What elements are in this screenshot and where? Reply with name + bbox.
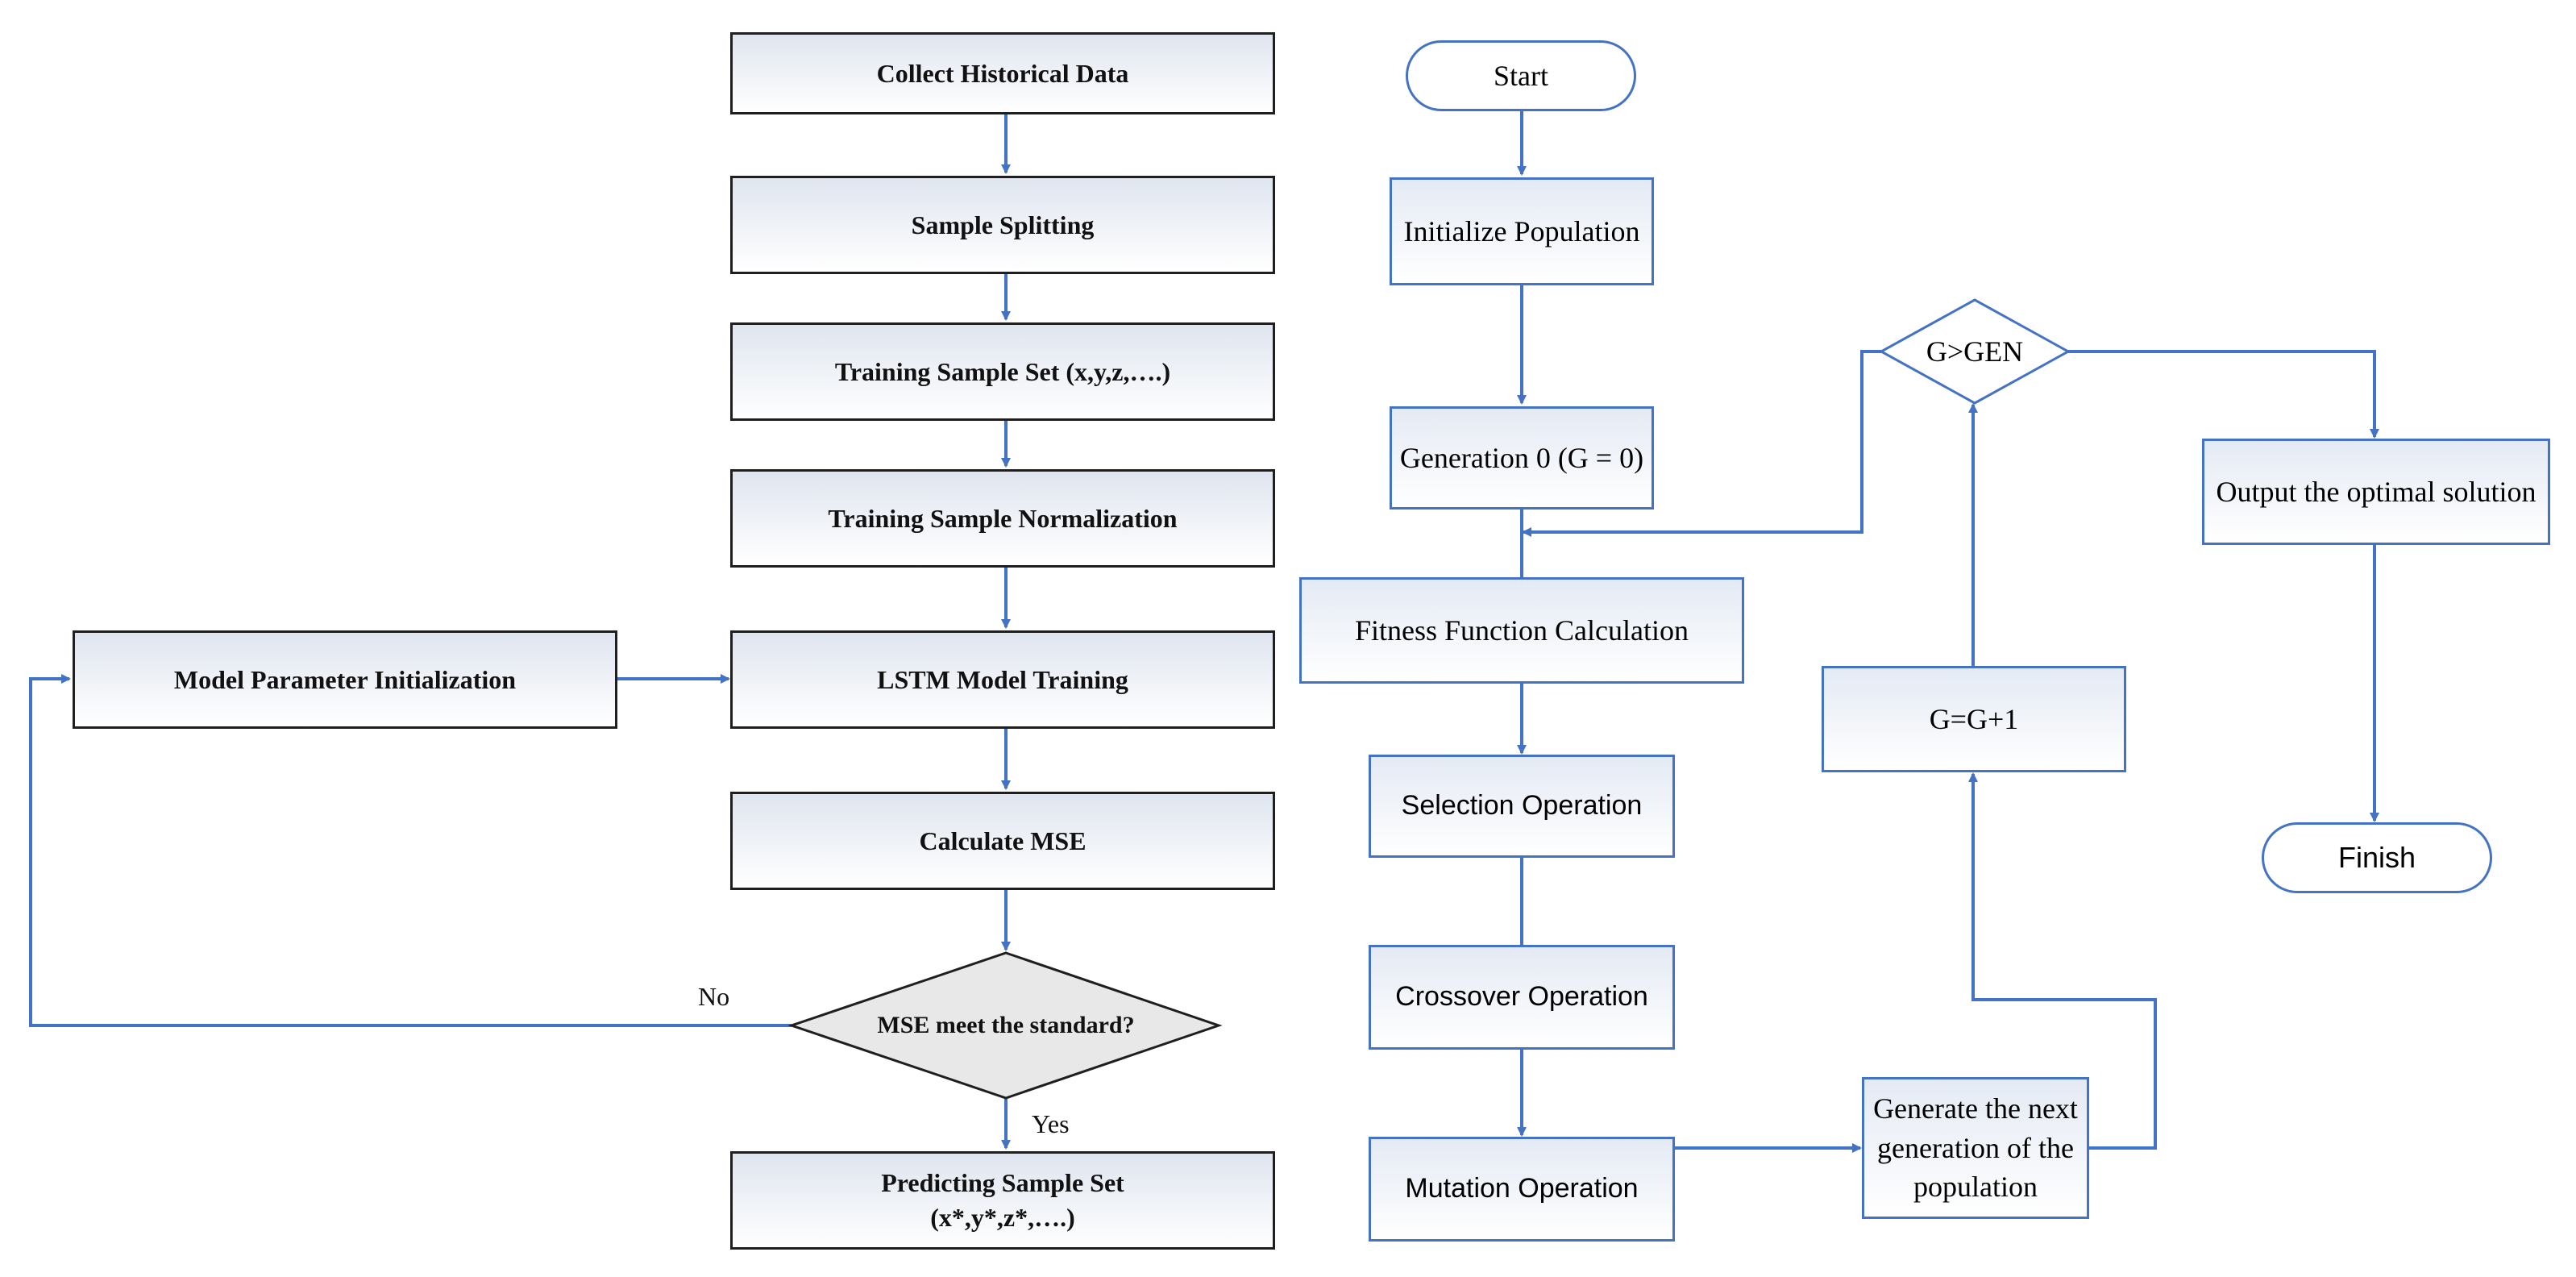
crossover-operation-label: Crossover Operation [1395,981,1648,1013]
generation-zero-label: Generation 0 (G = 0) [1399,441,1644,474]
next-generation-box: Generate the next generation of the popu… [1862,1077,2089,1219]
model-parameter-initialization-box: Model Parameter Initialization [73,630,617,729]
yes-branch-label: Yes [1032,1109,1070,1138]
lstm-model-training-label: LSTM Model Training [877,664,1128,694]
lstm-model-training-box: LSTM Model Training [730,630,1275,729]
mutation-operation-label: Mutation Operation [1405,1173,1639,1204]
arrow-decision-no-loop [29,674,791,1027]
output-optimal-solution-box: Output the optimal solution [2202,439,2550,545]
initialize-population-label: Initialize Population [1403,214,1640,247]
left-connectors [29,114,1011,1150]
mutation-operation-box: Mutation Operation [1369,1137,1675,1242]
calculate-mse-label: Calculate MSE [919,826,1086,855]
mse-decision-diamond [787,951,1223,1100]
collect-historical-data-box: Collect Historical Data [730,32,1275,114]
initialize-population-box: Initialize Population [1390,177,1654,285]
sample-splitting-label: Sample Splitting [911,210,1095,239]
predicting-sample-set-line2: (x*,y*,z*,….) [930,1203,1075,1232]
gen-decision-label: G>GEN [1926,335,2024,368]
predicting-sample-set-line1: Predicting Sample Set [881,1167,1124,1197]
generation-zero-box: Generation 0 (G = 0) [1390,406,1654,510]
output-optimal-solution-label: Output the optimal solution [2216,475,2537,508]
no-branch-label: No [698,982,730,1011]
training-sample-set-box: Training Sample Set (x,y,z,….) [730,322,1275,421]
model-parameter-initialization-label: Model Parameter Initialization [173,664,517,694]
mse-decision-label: MSE meet the standard? [877,1011,1135,1038]
arrow-nextgen-to-increment [1968,772,2157,1150]
start-terminal: Start [1406,40,1636,111]
arrow-gendecision-to-output [2068,350,2379,439]
selection-operation-box: Selection Operation [1369,755,1675,858]
gen-decision-diamond [1878,298,2071,405]
fitness-function-box: Fitness Function Calculation [1299,577,1744,684]
training-sample-set-label: Training Sample Set (x,y,z,….) [834,356,1171,386]
crossover-operation-box: Crossover Operation [1369,945,1675,1050]
fitness-function-label: Fitness Function Calculation [1355,614,1689,647]
predicting-sample-set-box: Predicting Sample Set (x*,y*,z*,….) [730,1151,1275,1250]
right-connectors [1517,111,2379,1153]
training-sample-normalization-label: Training Sample Normalization [828,503,1178,533]
finish-label: Finish [2337,841,2416,874]
selection-operation-label: Selection Operation [1401,790,1643,822]
start-label: Start [1494,60,1548,92]
calculate-mse-box: Calculate MSE [730,792,1275,890]
training-sample-normalization-box: Training Sample Normalization [730,469,1275,568]
sample-splitting-box: Sample Splitting [730,176,1275,274]
collect-historical-data-label: Collect Historical Data [876,58,1129,88]
arrow-gendecision-loop-back [1522,350,1881,537]
next-generation-label: Generate the next generation of the popu… [1873,1092,2078,1204]
increment-generation-label: G=G+1 [1929,702,2019,735]
increment-generation-box: G=G+1 [1822,666,2126,772]
finish-terminal: Finish [2262,822,2492,893]
